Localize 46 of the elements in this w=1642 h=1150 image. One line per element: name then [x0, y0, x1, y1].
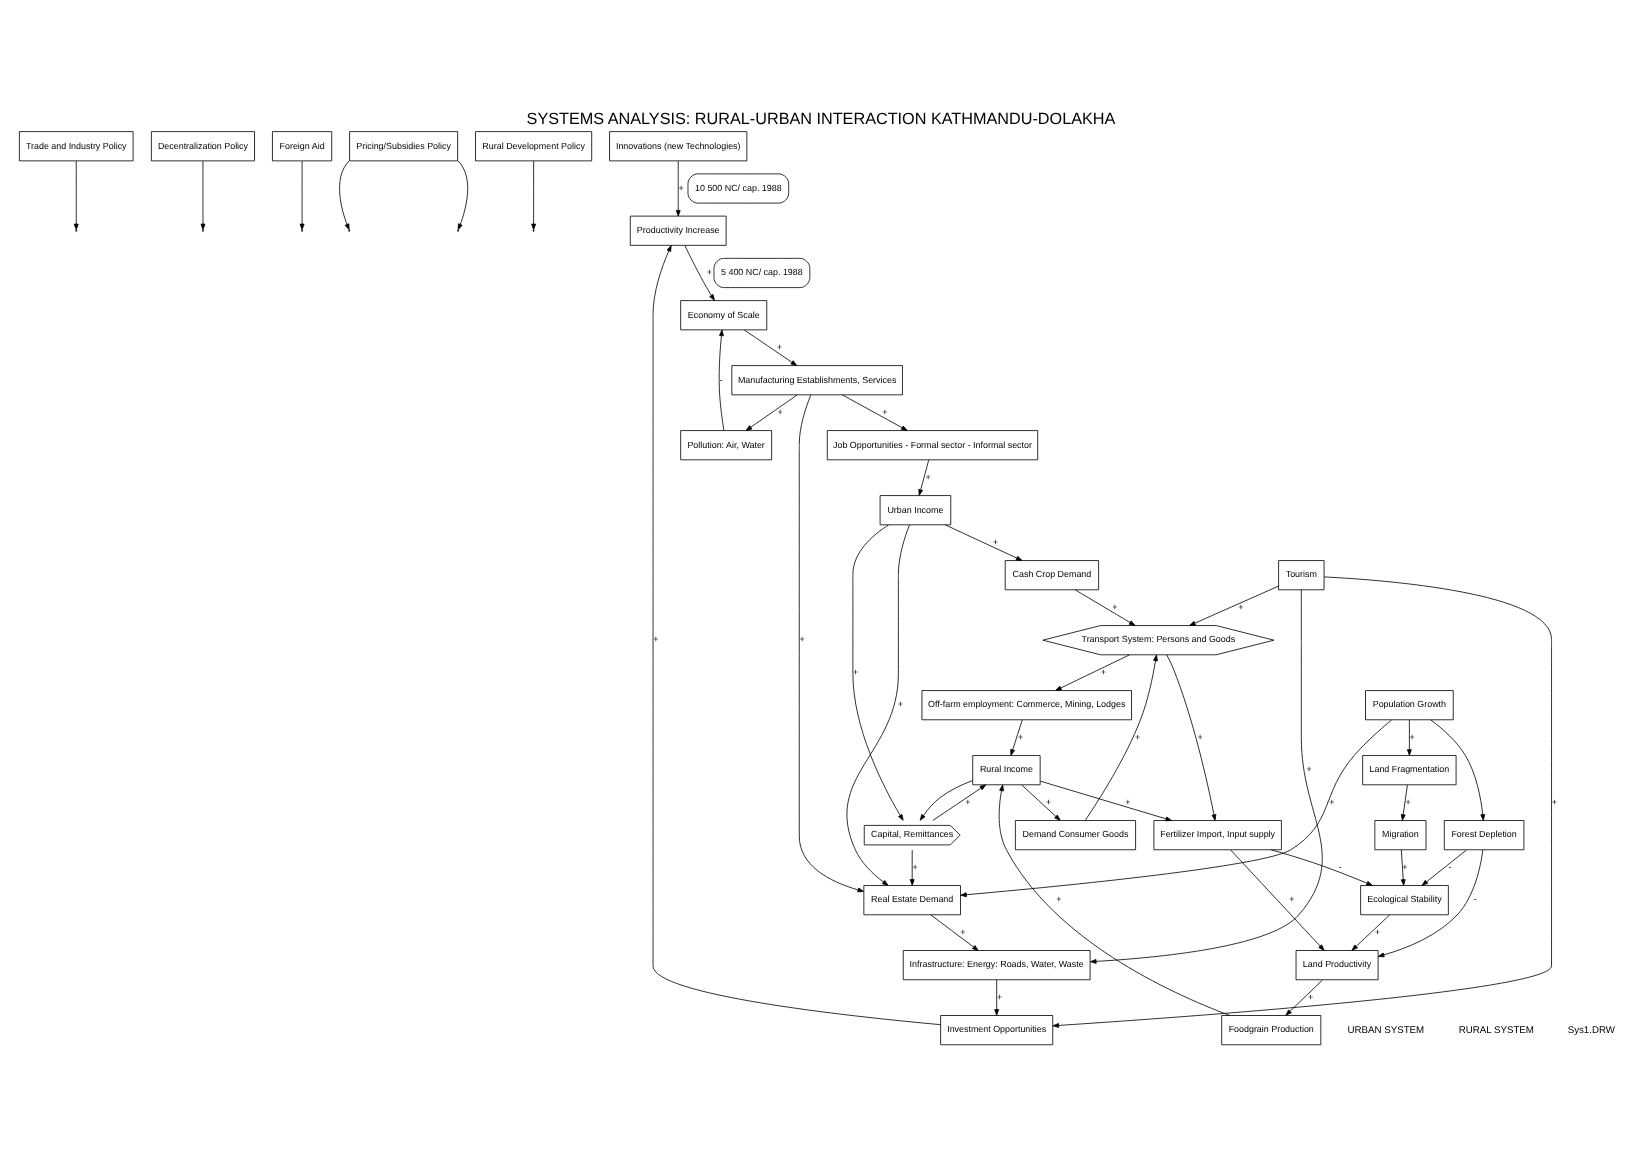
arrow: [909, 848, 915, 885]
arrow: [684, 244, 715, 300]
arrow: [1400, 848, 1406, 885]
arrow: [930, 913, 979, 950]
arrow: [1285, 978, 1323, 1015]
arrow: [1090, 588, 1323, 963]
arrow: [960, 718, 1393, 897]
arrow: [1270, 848, 1373, 885]
arrow: [919, 779, 974, 820]
arrow: [998, 783, 1231, 1015]
arrow: [798, 393, 865, 892]
arrow: [1351, 913, 1390, 950]
arrow: [1052, 575, 1552, 1027]
arrow: [1039, 779, 1172, 821]
arrow: [932, 783, 987, 820]
arrow: [1074, 588, 1136, 625]
arrow: [1189, 584, 1279, 625]
arrow: [1430, 718, 1486, 820]
arrow: [1010, 718, 1023, 755]
arrow: [945, 523, 1023, 560]
arrow: [918, 458, 930, 495]
arrow: [299, 159, 305, 230]
arrow: [531, 159, 536, 230]
diagram-title: SYSTEMS ANALYSIS: RURAL-URBAN INTERACTION KATHMANDU-DOLAKHA: [526, 108, 1116, 127]
arrow: [745, 393, 798, 430]
arrow: [852, 523, 904, 820]
arrow: [1084, 653, 1158, 820]
arrow: [994, 978, 1000, 1015]
arrow: [1400, 783, 1408, 820]
arrow: [339, 159, 350, 230]
arrow: [652, 244, 941, 1025]
arrow: [200, 159, 206, 230]
arrow: [1421, 848, 1467, 885]
arrow: [1377, 848, 1484, 957]
arrow: [842, 393, 908, 430]
arrow: [457, 159, 469, 230]
arrow: [846, 523, 910, 885]
arrow: [743, 328, 798, 365]
arrow: [675, 159, 681, 216]
arrow: [73, 159, 79, 230]
arrow: [1055, 653, 1130, 690]
arrow: [1021, 783, 1061, 820]
arrow: [718, 328, 725, 430]
arrow: [1166, 653, 1217, 820]
arrow: [1406, 718, 1412, 755]
arrow: [1230, 848, 1325, 950]
